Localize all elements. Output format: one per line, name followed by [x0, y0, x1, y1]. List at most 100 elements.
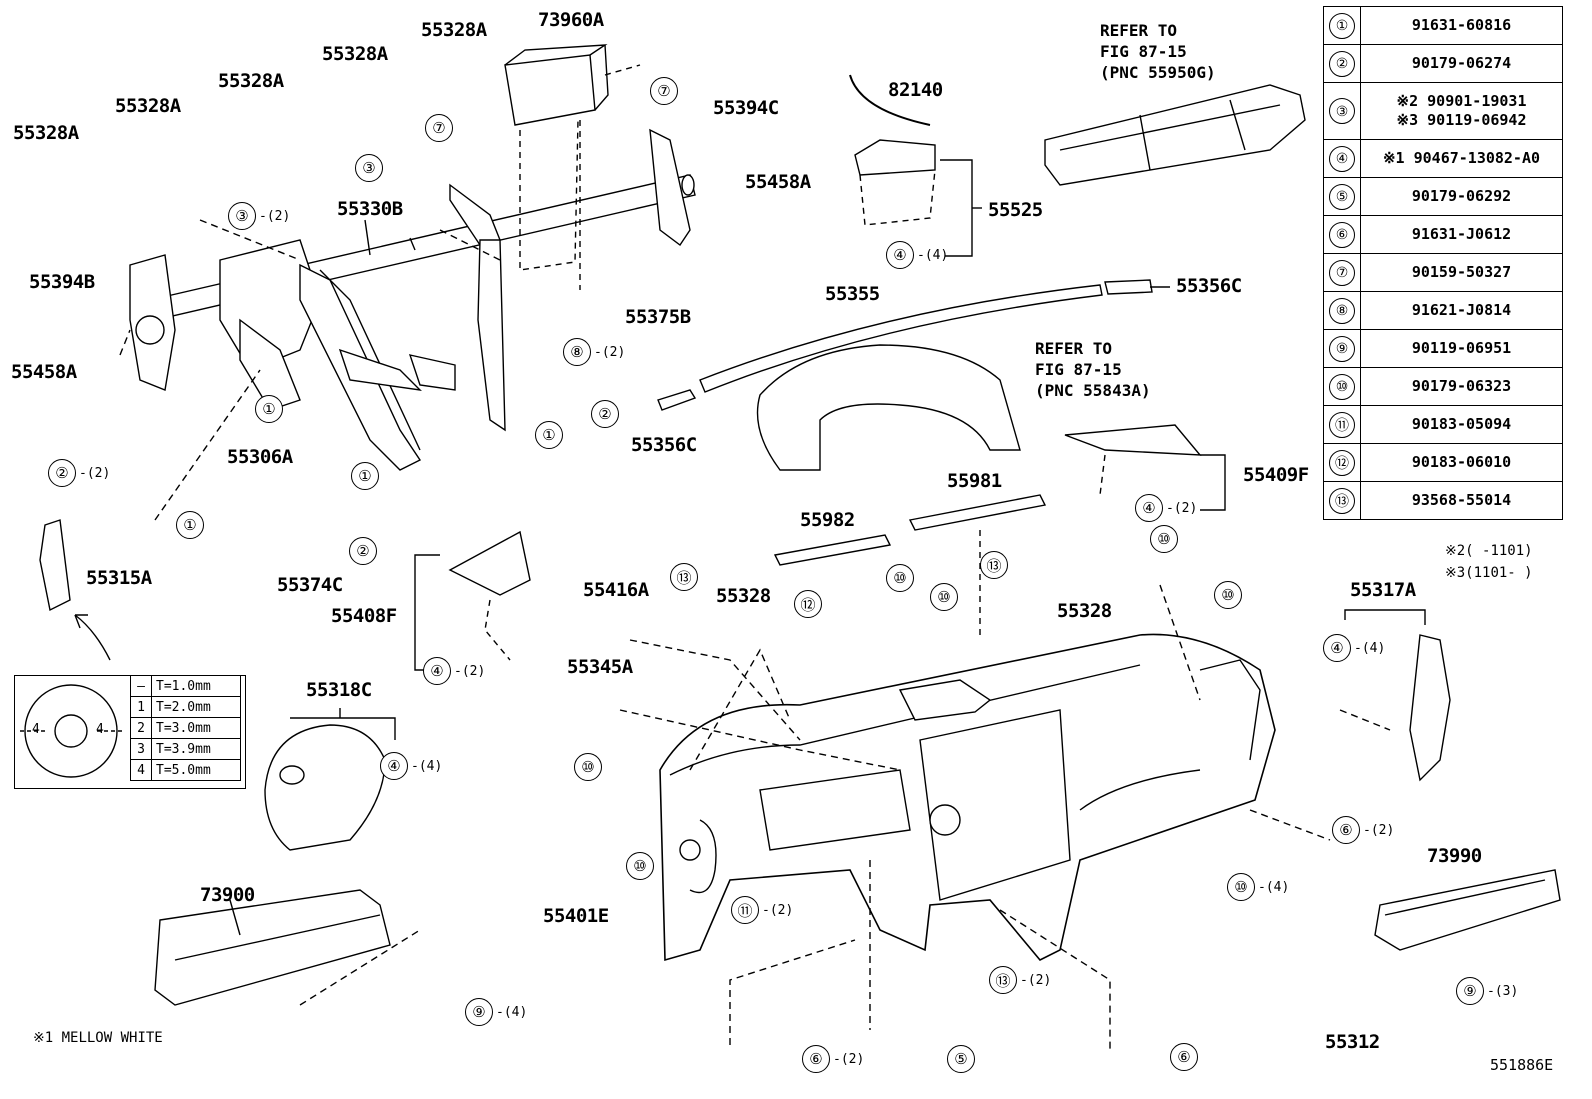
thickness-value: T=2.0mm	[151, 696, 241, 718]
part-label-55328: 55328	[1057, 600, 1112, 622]
thickness-key: —	[130, 675, 152, 697]
part-number: 93568-55014	[1411, 491, 1512, 509]
part-label-55981: 55981	[947, 470, 1002, 492]
part-number: 91631-60816	[1411, 16, 1512, 34]
parts-table-number-cell: 93568-55014	[1360, 481, 1563, 520]
callout-number: ③	[228, 202, 256, 230]
callout-number: ⑦	[650, 77, 678, 105]
washer-mark-right: 4	[96, 722, 104, 737]
callout-6: ⑥	[1170, 1043, 1201, 1071]
part-number: 90159-50327	[1411, 263, 1512, 281]
callout-number: ⑩	[574, 753, 602, 781]
callout-11: ⑪-(2)	[731, 896, 793, 924]
part-number: 90179-06292	[1411, 187, 1512, 205]
thickness-key: 1	[130, 696, 152, 718]
parts-table-key: ⑬	[1329, 487, 1355, 514]
callout-number: ①	[535, 421, 563, 449]
callout-10: ⑩	[886, 564, 917, 592]
parts-table-number-cell: 91631-60816	[1360, 6, 1563, 45]
parts-table-key-cell: ⑤	[1323, 177, 1361, 216]
callout-2: ②	[591, 400, 622, 428]
callout-number: ⑬	[980, 551, 1008, 579]
callout-qty: -(2)	[1166, 500, 1198, 516]
parts-table-key-cell: ⑩	[1323, 367, 1361, 406]
thickness-value: T=5.0mm	[151, 759, 241, 781]
part-label-82140: 82140	[888, 79, 943, 101]
callout-10: ⑩	[1150, 525, 1181, 553]
parts-table-number-cell: ※1 90467-13082-A0	[1360, 139, 1563, 178]
parts-table-row: ⑩ 90179-06323	[1323, 367, 1563, 406]
figure-id: 551886E	[1490, 1056, 1554, 1074]
callout-8: ⑧-(2)	[563, 338, 625, 366]
color-note: ※1 MELLOW WHITE	[33, 1030, 163, 1046]
part-number: 90183-06010	[1411, 453, 1512, 471]
callout-6: ⑥-(2)	[1332, 816, 1394, 844]
callout-10: ⑩	[626, 852, 657, 880]
callout-number: ⑦	[425, 114, 453, 142]
lower-panel-73900-drawing	[154, 889, 391, 1006]
callout-13: ⑬	[670, 563, 701, 591]
callout-number: ⑫	[794, 590, 822, 618]
thickness-value: T=3.0mm	[151, 717, 241, 739]
callout-number: ⑩	[886, 564, 914, 592]
parts-table-key-cell: ⑬	[1323, 481, 1361, 520]
washer-mark-left: 4	[32, 722, 40, 737]
part-label-55408F: 55408F	[331, 605, 397, 627]
parts-table-number-cell: 90159-50327	[1360, 253, 1563, 292]
parts-table-number-cell: 90179-06292	[1360, 177, 1563, 216]
part-label-55525: 55525	[988, 199, 1043, 221]
callout-qty: -(2)	[762, 902, 794, 918]
callout-9: ⑨-(3)	[1456, 977, 1518, 1005]
parts-table-row: ⑬ 93568-55014	[1323, 481, 1563, 520]
callout-13: ⑬-(2)	[989, 966, 1051, 994]
callout-number: ③	[355, 154, 383, 182]
callout-qty: -(4)	[411, 758, 443, 774]
callout-9: ⑨-(4)	[465, 998, 527, 1026]
parts-table-number-cell: 91631-J0612	[1360, 215, 1563, 254]
duct-top-right-drawing	[1044, 84, 1306, 186]
callout-2: ②-(2)	[48, 459, 110, 487]
part-label-55328A: 55328A	[218, 70, 284, 92]
callout-4: ④-(2)	[1135, 494, 1197, 522]
thickness-row: —T=1.0mm	[130, 675, 241, 697]
callout-1: ①	[176, 511, 207, 539]
callout-3: ③-(2)	[228, 202, 290, 230]
bracket-55317A-drawing	[1344, 609, 1451, 782]
part-label-55458A: 55458A	[11, 361, 77, 383]
leader-lines	[119, 219, 1391, 1050]
callout-number: ⑩	[626, 852, 654, 880]
callout-qty: -(4)	[1354, 640, 1386, 656]
parts-table-key: ⑤	[1329, 183, 1355, 210]
part-label-55345A: 55345A	[567, 656, 633, 678]
footnote-3: ※3(1101- )	[1445, 565, 1533, 581]
callout-qty: -(2)	[454, 663, 486, 679]
part-label-55375B: 55375B	[625, 306, 691, 328]
callout-number: ⑨	[1456, 977, 1484, 1005]
callout-qty: -(2)	[79, 465, 111, 481]
parts-table-key-cell: ⑪	[1323, 405, 1361, 444]
part-label-55982: 55982	[800, 509, 855, 531]
part-number: 90119-06951	[1411, 339, 1512, 357]
part-label-55328: 55328	[716, 585, 771, 607]
parts-table-key-cell: ⑥	[1323, 215, 1361, 254]
duct-55843A-drawing	[657, 279, 1170, 471]
parts-table-number-cell: 90179-06323	[1360, 367, 1563, 406]
parts-table-key: ⑪	[1329, 411, 1355, 438]
part-number: 90179-06323	[1411, 377, 1512, 395]
parts-table-key-cell: ②	[1323, 44, 1361, 83]
part-number: 91631-J0612	[1411, 225, 1512, 243]
bracket-55315A-drawing	[39, 519, 111, 661]
callout-qty: -(4)	[496, 1004, 528, 1020]
part-label-55416A: 55416A	[583, 579, 649, 601]
parts-table-row: ③※2 90901-19031※3 90119-06942	[1323, 82, 1563, 140]
callout-number: ①	[351, 462, 379, 490]
part-label-55312: 55312	[1325, 1031, 1380, 1053]
